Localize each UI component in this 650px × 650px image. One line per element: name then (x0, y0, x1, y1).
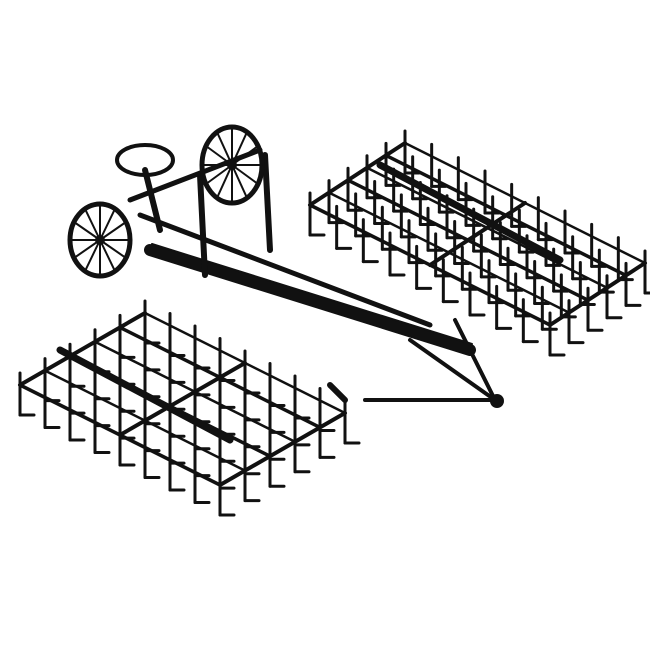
tine-sections (18, 129, 650, 517)
main-beam (144, 244, 476, 356)
wheel-spoke (231, 164, 248, 199)
tine-section-2 (18, 299, 361, 517)
frame-post (262, 152, 273, 253)
cross-bar (18, 311, 147, 387)
tine-section-1 (308, 129, 650, 357)
wheel-spoke (205, 164, 233, 185)
cross-bar (548, 261, 647, 327)
clamp (327, 382, 348, 403)
hitch-arm (408, 338, 497, 402)
wheel-spoke (231, 131, 248, 166)
wheel-spoke (84, 239, 101, 273)
seat-post (142, 167, 163, 233)
hitch-ring (490, 394, 504, 408)
upper-beam (137, 212, 433, 328)
wheel-spoke (73, 221, 101, 241)
cross-bar (428, 201, 527, 267)
hitch-arm (453, 318, 497, 402)
wheel-spoke (99, 221, 127, 241)
wheel-spoke (231, 145, 259, 166)
main-frame (56, 147, 564, 444)
wheel-1 (67, 201, 133, 279)
wheel-spoke (73, 239, 101, 259)
wheel-spoke (216, 131, 233, 166)
wheel-hub (227, 160, 237, 170)
cross-bar (118, 361, 247, 437)
wheel-2 (199, 124, 265, 206)
wheel-spoke (99, 207, 116, 241)
wheel-hub (95, 235, 105, 245)
wheel-spoke (205, 145, 233, 166)
main-beam-edge (151, 243, 473, 345)
wheel-spoke (99, 239, 127, 259)
frame-post (197, 172, 208, 278)
wheel-spoke (231, 164, 259, 185)
trailing-hitch (363, 318, 504, 408)
wheel-spoke (99, 239, 116, 273)
toolbar (376, 161, 564, 264)
cross-bar (308, 141, 407, 207)
wheel-spoke (84, 207, 101, 241)
wheel-spoke (216, 164, 233, 199)
toolbar (56, 346, 234, 444)
cross-bar (218, 411, 347, 487)
wheels (67, 124, 265, 279)
